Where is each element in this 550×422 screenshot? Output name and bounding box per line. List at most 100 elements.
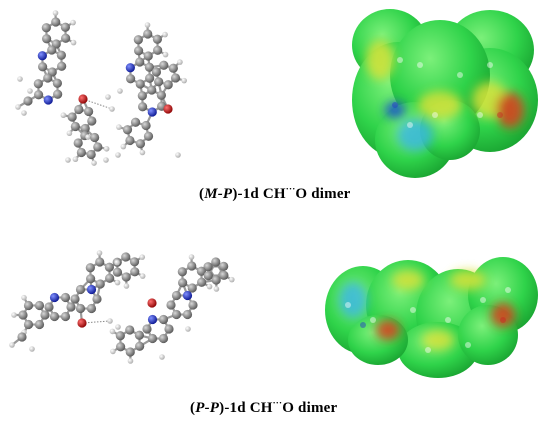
atom-C <box>60 311 71 322</box>
atom-H <box>123 283 130 289</box>
atom-C <box>143 29 153 39</box>
atom-N <box>125 63 135 73</box>
inner-atom <box>410 307 416 313</box>
atom-C <box>133 35 143 45</box>
atom-C <box>23 319 34 330</box>
atom-C <box>135 79 145 89</box>
atom-C <box>122 125 133 135</box>
inner-atoms <box>392 57 503 128</box>
atom-C <box>154 77 164 87</box>
hydrogen-bond <box>82 98 113 110</box>
atom-O <box>147 298 157 308</box>
atom-C <box>125 325 135 335</box>
atom-C <box>171 309 182 320</box>
atom-C <box>147 333 158 344</box>
potential-spot <box>385 102 405 118</box>
atom-H <box>21 110 27 116</box>
atom-H <box>110 348 116 355</box>
bottom-ball-stick-molecule <box>9 250 235 364</box>
atom-C <box>178 278 188 288</box>
inner-atom <box>417 62 423 68</box>
atom-H <box>115 152 121 158</box>
atom-C <box>67 112 77 122</box>
inner-atom <box>500 317 506 323</box>
atom-C <box>211 257 221 267</box>
inner-atom <box>457 72 463 78</box>
inner-atom <box>360 322 366 328</box>
atom-C <box>57 61 67 71</box>
atom-H <box>91 160 97 166</box>
atom-H <box>177 59 183 65</box>
atom-C <box>144 62 154 72</box>
atom-H <box>85 134 91 140</box>
atom-C <box>34 90 44 100</box>
atom-C <box>219 261 229 271</box>
atom-C <box>156 90 166 100</box>
atom-C <box>95 257 105 267</box>
inner-atom <box>345 302 351 308</box>
atom-C <box>87 116 97 126</box>
atom-C <box>23 300 34 311</box>
atom-C <box>203 262 213 272</box>
atom-C <box>44 302 54 312</box>
atom-H <box>181 77 187 84</box>
atom-C <box>135 341 145 351</box>
potential-spot <box>339 282 367 318</box>
atom-H <box>72 156 79 163</box>
atom-H <box>21 294 27 301</box>
atom-H <box>175 152 181 158</box>
atom-C <box>66 302 76 312</box>
atom-H <box>70 19 76 26</box>
atom-C <box>203 271 213 281</box>
atom-C <box>143 131 154 141</box>
atom-C <box>43 73 53 83</box>
potential-spot <box>366 40 394 80</box>
atom-C <box>168 63 178 73</box>
atom-O <box>163 104 173 114</box>
inner-atom <box>465 342 471 348</box>
atom-C <box>86 149 96 160</box>
atom-C <box>196 266 206 276</box>
atom-H <box>228 276 235 283</box>
atom-C <box>177 267 187 277</box>
atom-C <box>70 121 80 132</box>
potential-spot <box>491 303 515 327</box>
atom-N <box>86 284 97 295</box>
surface-lobe <box>348 315 408 365</box>
potential-spot <box>496 92 524 128</box>
atom-H <box>17 76 23 82</box>
atom-C <box>147 85 157 95</box>
atom-C <box>105 273 115 283</box>
potential-spot <box>422 330 454 350</box>
atom-C <box>159 60 169 70</box>
atom-O <box>78 94 88 104</box>
atom-H <box>103 145 110 152</box>
atom-H <box>103 157 109 163</box>
atom-C <box>134 46 144 56</box>
inner-atom <box>432 112 438 118</box>
inner-atoms <box>345 287 511 353</box>
atom-N <box>147 314 158 325</box>
atom-H <box>213 286 220 292</box>
atom-H <box>11 312 17 318</box>
atom-H <box>185 326 191 332</box>
atom-H <box>139 149 146 156</box>
potential-spot <box>376 320 400 340</box>
inner-atom <box>477 112 483 118</box>
atom-C <box>153 45 163 55</box>
atom-C <box>125 347 135 357</box>
atom-H <box>116 124 122 130</box>
atom-C <box>56 50 66 60</box>
atom-C <box>166 300 176 310</box>
atom-C <box>74 104 84 115</box>
atom-C <box>18 310 28 320</box>
inner-atom <box>497 112 503 118</box>
atom-C <box>86 274 96 284</box>
atom-N <box>37 51 47 61</box>
atom-H <box>107 318 113 324</box>
atom-C <box>187 261 197 271</box>
atom-H <box>109 106 115 112</box>
atom-C <box>151 67 162 77</box>
atom-N <box>182 290 193 301</box>
atom-H <box>188 254 195 260</box>
